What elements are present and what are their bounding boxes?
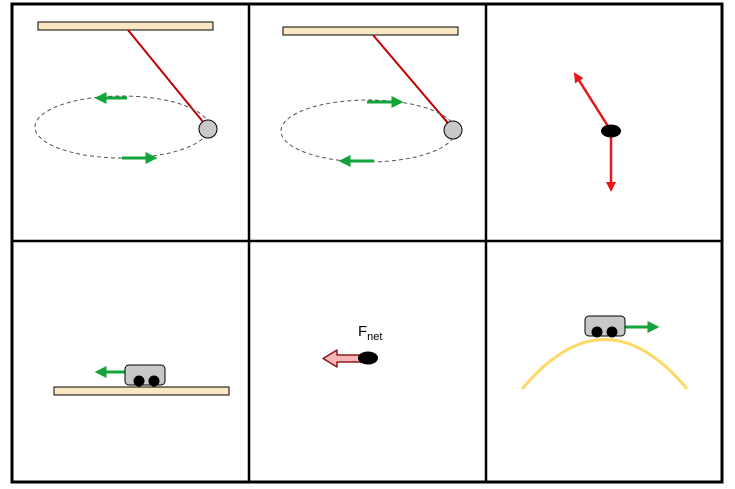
ceiling-bar (37, 21, 214, 31)
panel-2-conical-pendulum (280, 26, 463, 167)
panel-6-cart-hill (520, 315, 689, 390)
pendulum-string (127, 29, 209, 129)
panel-4-cart-flat (53, 364, 230, 396)
circular-path (34, 95, 210, 159)
pendulum-string (372, 34, 454, 130)
panel-grid (10, 2, 724, 484)
cart-wheel-left (133, 375, 145, 387)
grid-outer-border (10, 2, 724, 484)
object-dot (358, 351, 378, 365)
panel-5-net-force: Fnet (322, 323, 382, 368)
hill-curve (520, 338, 689, 390)
net-force-label: Fnet (358, 323, 382, 343)
pendulum-ball (443, 120, 463, 140)
circular-path (280, 99, 456, 163)
panel-3-free-body-diagram (573, 72, 621, 192)
ceiling-bar (282, 26, 459, 36)
object-dot (601, 124, 621, 138)
cart-body (584, 315, 626, 337)
net-force-label-main: F (358, 323, 367, 340)
cart-wheel-right (148, 375, 160, 387)
cart-wheel-right (606, 326, 618, 338)
tension-force-arrow (573, 72, 613, 132)
pendulum-ball (198, 119, 218, 139)
net-force-label-subscript: net (367, 331, 382, 343)
panel-1-conical-pendulum (34, 21, 218, 164)
cart-wheel-left (591, 326, 603, 338)
ground-bar (53, 386, 230, 396)
